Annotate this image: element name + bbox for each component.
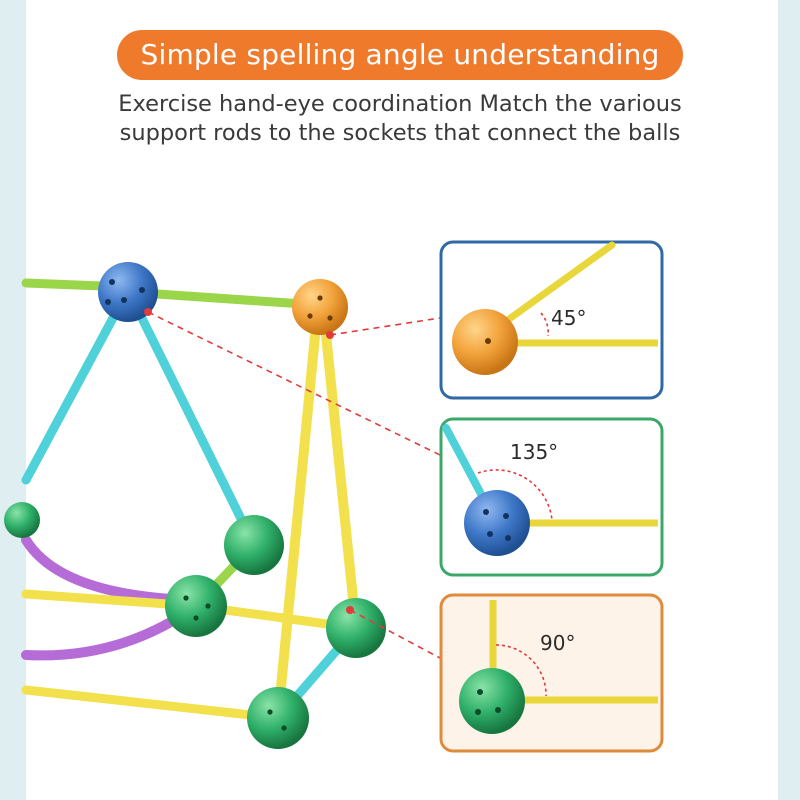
ball-orange-top [292,279,348,335]
angle-panel-135 [439,417,664,577]
angle-panel-45 [439,240,664,400]
rod-cyan-left [21,285,133,485]
structure-rods [21,278,361,723]
rod-purple-curve-upper [21,535,195,605]
title-banner: Simple spelling angle understanding [117,30,683,80]
connector-green-to-panel-3 [349,609,441,659]
subtitle-line-1: Exercise hand-eye coordination Match the… [118,91,682,117]
rod-green-top-middle [123,287,323,310]
rod-yellow-lower-2 [21,685,283,723]
rod-yellow-vertical-left [273,300,323,723]
ball-green-bottom [247,687,309,749]
ball-green-lower-left [165,575,227,637]
connector-orange-to-panel-1 [329,317,441,336]
ball-blue-top [98,262,158,322]
connector-blue-to-panel-2 [147,311,441,456]
ball-green-middle [224,515,284,575]
panel-1-ball-orange [452,309,518,375]
angle-label-135: 135° [510,440,559,464]
angle-label-90: 90° [540,631,576,655]
ball-green-right [326,598,386,658]
angle-panel-90 [439,593,664,753]
subtitle-line-2: support rods to the sockets that connect… [119,120,681,146]
connector-dots [144,308,354,614]
panel-2-ball-blue [464,490,530,556]
panel-3-ball-green [459,668,525,734]
ball-green-left-edge [4,502,40,538]
structure-balls [4,262,386,749]
subtitle: Exercise hand-eye coordination Match the… [60,90,740,148]
rod-cyan-right [123,285,259,550]
rod-yellow-vertical-right [318,300,361,633]
angle-label-45: 45° [551,306,587,330]
connector-lines [147,311,441,659]
